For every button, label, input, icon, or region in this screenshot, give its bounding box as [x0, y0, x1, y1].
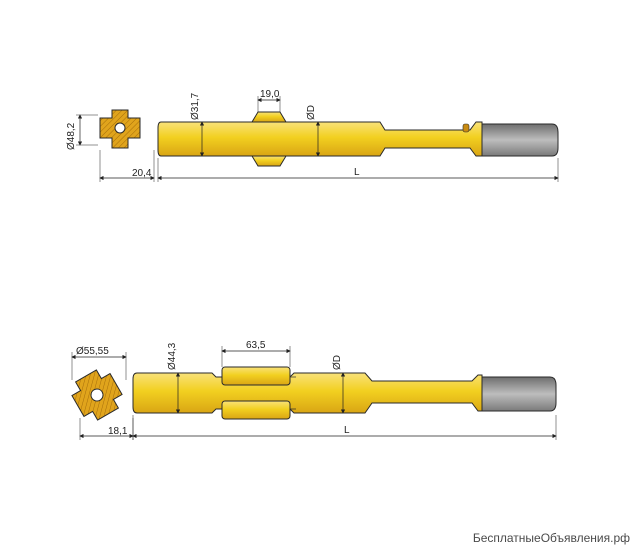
- dim-spline-1-label: 19,0: [260, 89, 280, 100]
- watermark: БесплатныеОбъявления.рф: [472, 531, 630, 545]
- dim-spline-2-label: 63,5: [246, 340, 266, 351]
- shank-rod-2: [132, 366, 557, 420]
- dim-shank-2: Ø44,3: [167, 342, 181, 414]
- cross-section-1: [99, 109, 141, 149]
- dim-across-1: Ø48,2: [66, 114, 98, 150]
- dim-body-2-label: ØD: [332, 355, 343, 370]
- shank-rod-1: [157, 111, 559, 167]
- dim-across-1-label: Ø48,2: [66, 122, 77, 150]
- dim-length-1: L: [157, 158, 559, 182]
- cross-section-2: [71, 369, 123, 421]
- drawing-1: Ø48,2 20,4 Ø31,7: [66, 89, 559, 182]
- dim-shank-1: Ø31,7: [190, 92, 205, 157]
- dim-flat-1-label: 20,4: [132, 168, 152, 179]
- dim-body-1-label: ØD: [306, 105, 317, 120]
- dim-length-2-label: L: [344, 425, 350, 436]
- dim-body-1: ØD: [306, 105, 321, 157]
- drawing-2: Ø55,55 18,1 Ø44,3: [71, 340, 557, 440]
- dim-flat-2-label: 18,1: [108, 426, 128, 437]
- dim-flat-1: 20,4: [99, 150, 155, 182]
- dim-length-1-label: L: [354, 167, 360, 178]
- dim-across-2-label: Ø55,55: [76, 346, 109, 357]
- dim-body-2: ØD: [332, 355, 346, 414]
- dim-across-2: Ø55,55: [71, 346, 127, 380]
- dim-length-2: L: [132, 415, 557, 440]
- dim-spline-2: 63,5: [221, 340, 291, 367]
- dim-shank-2-label: Ø44,3: [167, 342, 178, 370]
- dim-spline-1: 19,0: [257, 89, 281, 112]
- dim-shank-1-label: Ø31,7: [190, 92, 201, 120]
- dim-flat-2: 18,1: [79, 418, 134, 440]
